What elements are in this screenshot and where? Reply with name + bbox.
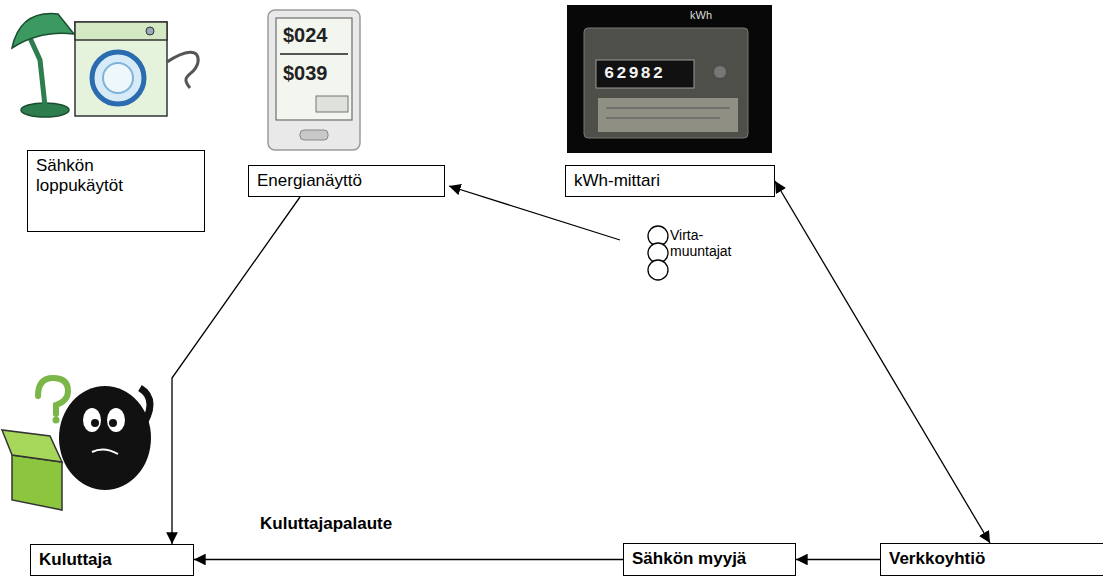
meter-box: kWh-mittari <box>565 165 775 197</box>
consumer-figure <box>2 378 151 510</box>
box-text: Verkkoyhtiö <box>889 549 1096 569</box>
connector-arrow <box>775 181 990 543</box>
current-transformers <box>449 186 668 280</box>
kwh-meter-photo <box>567 5 772 153</box>
energy-display-device <box>268 10 360 150</box>
washing-machine <box>75 22 198 116</box>
grid-company-box: Verkkoyhtiö <box>880 543 1103 576</box>
desk-lamp <box>12 14 74 117</box>
meter-digits: 62982 <box>604 64 665 84</box>
connector-arrow <box>194 559 623 560</box>
edge-label: Kuluttajapalaute <box>258 514 394 534</box>
meter-unit: kWh <box>690 9 712 22</box>
box-text: Energianäyttö <box>257 171 436 191</box>
end-use-box: Sähkön loppukäytöt <box>27 150 205 232</box>
display-reading: $024 <box>283 24 328 47</box>
connector-arrow <box>172 197 300 544</box>
box-text: kWh-mittari <box>574 171 766 191</box>
box-text: Sähkön loppukäytöt <box>36 156 166 196</box>
consumer-box: Kuluttaja <box>30 544 194 576</box>
connector-arrow <box>796 559 880 560</box>
display-reading: $039 <box>283 62 328 85</box>
box-text: Sähkön myyjä <box>632 549 787 569</box>
retailer-box: Sähkön myyjä <box>623 543 796 576</box>
box-text: Kuluttaja <box>39 550 185 570</box>
display-box: Energianäyttö <box>248 165 445 197</box>
transformer-label: Virta- muuntajat <box>670 227 744 259</box>
